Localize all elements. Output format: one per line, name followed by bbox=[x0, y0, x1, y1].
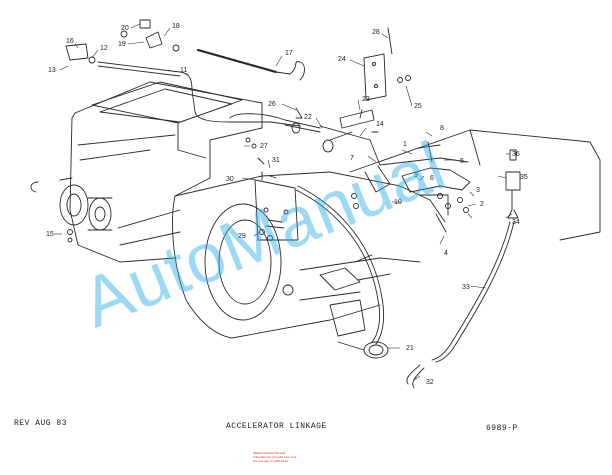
part-label: 11 bbox=[180, 67, 187, 74]
part-label: 6 bbox=[430, 175, 434, 182]
part-label: 1 bbox=[403, 141, 407, 148]
part-label: 23 bbox=[362, 96, 370, 103]
part-label: 14 bbox=[376, 121, 384, 128]
part-label: 22 bbox=[304, 114, 312, 121]
part-label: 30 bbox=[226, 176, 234, 183]
part-label: 5 bbox=[460, 158, 464, 165]
part-label: 24 bbox=[338, 56, 346, 63]
drawing-number: 6989-P bbox=[486, 424, 518, 433]
part-label: 2 bbox=[480, 201, 484, 208]
control-cable bbox=[295, 189, 381, 343]
part-label: 13 bbox=[48, 67, 56, 74]
part-label: 31 bbox=[272, 157, 280, 164]
part-label: 8 bbox=[440, 125, 444, 132]
part-label: 33 bbox=[462, 284, 470, 291]
stamp-line: Watermarked Manual bbox=[253, 451, 286, 455]
part-label: 25 bbox=[414, 103, 422, 110]
part-label: 19 bbox=[118, 41, 126, 48]
stamp-line: Do not sell or distribute bbox=[253, 459, 289, 463]
fuel-line bbox=[431, 221, 511, 361]
part-label: 15 bbox=[46, 231, 54, 238]
part-label: 21 bbox=[406, 345, 414, 352]
part-label: 4 bbox=[444, 250, 448, 257]
part-label: 7 bbox=[350, 155, 354, 162]
linkage-plate bbox=[254, 179, 299, 241]
part-label: 9 bbox=[414, 172, 418, 179]
part-number-labels: 20 18 19 16 12 13 11 17 28 24 25 23 26 2… bbox=[46, 23, 528, 386]
part-label: 16 bbox=[66, 38, 74, 45]
part-label: 34 bbox=[512, 219, 520, 226]
bracket bbox=[363, 53, 387, 101]
part-label: 36 bbox=[512, 151, 520, 158]
part-label: 20 bbox=[121, 25, 129, 32]
part-label: 28 bbox=[372, 29, 380, 36]
engine-block bbox=[30, 81, 263, 263]
part-label: 26 bbox=[268, 101, 276, 108]
part-label: 10 bbox=[394, 199, 402, 206]
part-label: 17 bbox=[285, 50, 293, 57]
part-label: 29 bbox=[238, 233, 246, 240]
watermark-stamp: Watermarked Manual Intended for private … bbox=[253, 451, 309, 469]
drawing-title: ACCELERATOR LINKAGE bbox=[226, 422, 327, 431]
part-label: 32 bbox=[426, 379, 434, 386]
throttle-cable bbox=[97, 61, 301, 127]
part-label: 12 bbox=[100, 45, 108, 52]
part-label: 3 bbox=[476, 187, 480, 194]
transmission-housing bbox=[172, 129, 601, 339]
revision-date: REV AUG 83 bbox=[14, 419, 68, 428]
part-label: 18 bbox=[172, 23, 180, 30]
stamp-line: Intended for private use only bbox=[253, 455, 297, 459]
cable-coil bbox=[196, 48, 278, 74]
part-label: 35 bbox=[520, 174, 528, 181]
part-label: 27 bbox=[260, 143, 268, 150]
